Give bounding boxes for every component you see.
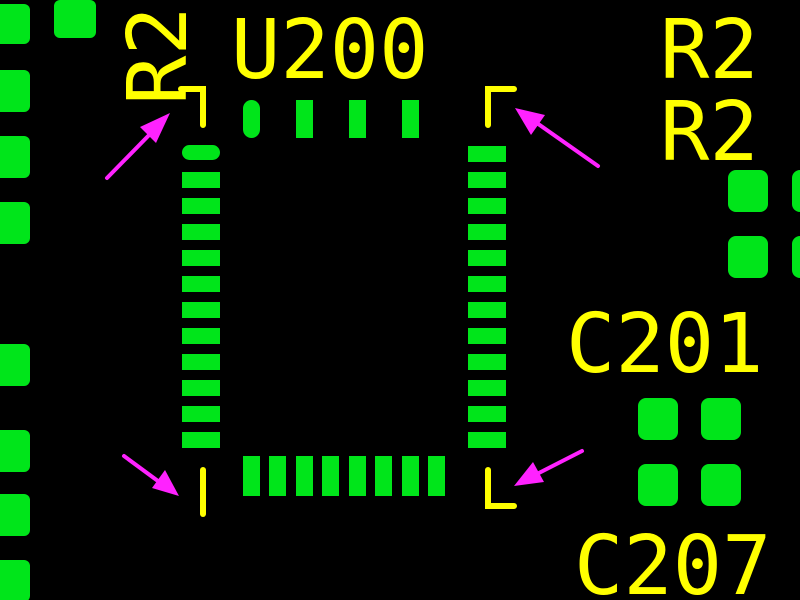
u200-pin[interactable] bbox=[402, 456, 419, 496]
c207-label[interactable]: C207 bbox=[574, 519, 771, 600]
arrow-head bbox=[515, 108, 545, 135]
u200-pin[interactable] bbox=[468, 432, 506, 448]
r20-pad[interactable] bbox=[728, 236, 768, 278]
passive-pads bbox=[638, 170, 800, 506]
edge-pad bbox=[0, 494, 30, 536]
u200-pin[interactable] bbox=[182, 302, 220, 318]
edge-pad bbox=[0, 4, 30, 44]
c201-label[interactable]: C201 bbox=[566, 297, 763, 392]
silk-corner-bottom-right bbox=[485, 467, 517, 509]
u200-pin[interactable] bbox=[428, 456, 445, 496]
u200-pin[interactable] bbox=[243, 100, 260, 138]
annotation-arrows bbox=[105, 108, 600, 496]
arrow-shaft bbox=[122, 454, 164, 486]
silk-corner-top-left bbox=[178, 86, 206, 128]
edge-pad bbox=[0, 430, 30, 472]
u200-footprint[interactable] bbox=[178, 86, 517, 517]
c201-pad[interactable] bbox=[701, 398, 741, 440]
reference-designators: U200 R2 R2 R2 C201 C207 bbox=[111, 3, 771, 600]
edge-pad bbox=[0, 70, 30, 112]
arrow-icon bbox=[514, 449, 584, 486]
u200-pin[interactable] bbox=[296, 100, 313, 138]
u200-pin[interactable] bbox=[322, 456, 339, 496]
arrow-head bbox=[514, 462, 544, 486]
u200-pin[interactable] bbox=[468, 224, 506, 240]
u200-pin[interactable] bbox=[182, 276, 220, 292]
u200-pin[interactable] bbox=[468, 328, 506, 344]
u200-pin[interactable] bbox=[468, 406, 506, 422]
c201-pad[interactable] bbox=[638, 464, 678, 506]
u200-pin[interactable] bbox=[375, 456, 392, 496]
u200-bottom-pins bbox=[243, 456, 445, 496]
edge-pad bbox=[54, 0, 96, 38]
arrow-head bbox=[140, 113, 170, 143]
r20-label[interactable]: R2 bbox=[660, 85, 759, 180]
u200-pin[interactable] bbox=[468, 250, 506, 266]
arrow-head bbox=[152, 470, 179, 496]
u200-pin[interactable] bbox=[349, 456, 366, 496]
arrow-shaft bbox=[532, 119, 600, 168]
u200-pin[interactable] bbox=[182, 145, 220, 160]
left-edge-pads bbox=[0, 0, 96, 600]
u200-pin[interactable] bbox=[182, 354, 220, 370]
u200-pin[interactable] bbox=[243, 456, 260, 496]
u200-pin[interactable] bbox=[182, 380, 220, 396]
edge-pad bbox=[0, 202, 30, 244]
u200-pin[interactable] bbox=[296, 456, 313, 496]
u200-pin[interactable] bbox=[182, 432, 220, 448]
u200-silkscreen-outline bbox=[178, 86, 517, 517]
r20-pad[interactable] bbox=[792, 236, 800, 278]
u200-pin[interactable] bbox=[402, 100, 419, 138]
r20-pad[interactable] bbox=[792, 170, 800, 212]
u200-pin[interactable] bbox=[182, 224, 220, 240]
arrow-icon bbox=[122, 454, 179, 496]
u200-pin[interactable] bbox=[468, 302, 506, 318]
edge-pad bbox=[0, 344, 30, 386]
silk-corner-top-right bbox=[485, 86, 517, 128]
u200-pin[interactable] bbox=[349, 100, 366, 138]
u200-pin[interactable] bbox=[468, 146, 506, 162]
r20-pad[interactable] bbox=[728, 170, 768, 212]
u200-pin[interactable] bbox=[182, 172, 220, 188]
u200-pin[interactable] bbox=[468, 380, 506, 396]
u200-pin[interactable] bbox=[182, 198, 220, 214]
edge-pad bbox=[0, 136, 30, 178]
u200-pin[interactable] bbox=[468, 198, 506, 214]
c201-pad[interactable] bbox=[701, 464, 741, 506]
u200-top-pins bbox=[243, 100, 419, 138]
r23-label[interactable]: R2 bbox=[660, 3, 759, 98]
u200-pin[interactable] bbox=[468, 172, 506, 188]
u200-label[interactable]: U200 bbox=[231, 3, 428, 98]
c201-pad[interactable] bbox=[638, 398, 678, 440]
u200-pin[interactable] bbox=[182, 328, 220, 344]
arrow-icon bbox=[515, 108, 600, 168]
u200-right-pins bbox=[468, 146, 506, 448]
arrow-icon bbox=[105, 113, 170, 180]
u200-pin[interactable] bbox=[182, 406, 220, 422]
r2-label[interactable]: R2 bbox=[111, 6, 206, 105]
u200-pin[interactable] bbox=[468, 354, 506, 370]
arrow-shaft bbox=[531, 449, 584, 478]
arrow-shaft bbox=[105, 127, 157, 180]
u200-pin[interactable] bbox=[269, 456, 286, 496]
u200-pin[interactable] bbox=[468, 276, 506, 292]
u200-pin[interactable] bbox=[182, 250, 220, 266]
u200-left-pins bbox=[182, 145, 220, 448]
edge-pad bbox=[0, 560, 30, 600]
